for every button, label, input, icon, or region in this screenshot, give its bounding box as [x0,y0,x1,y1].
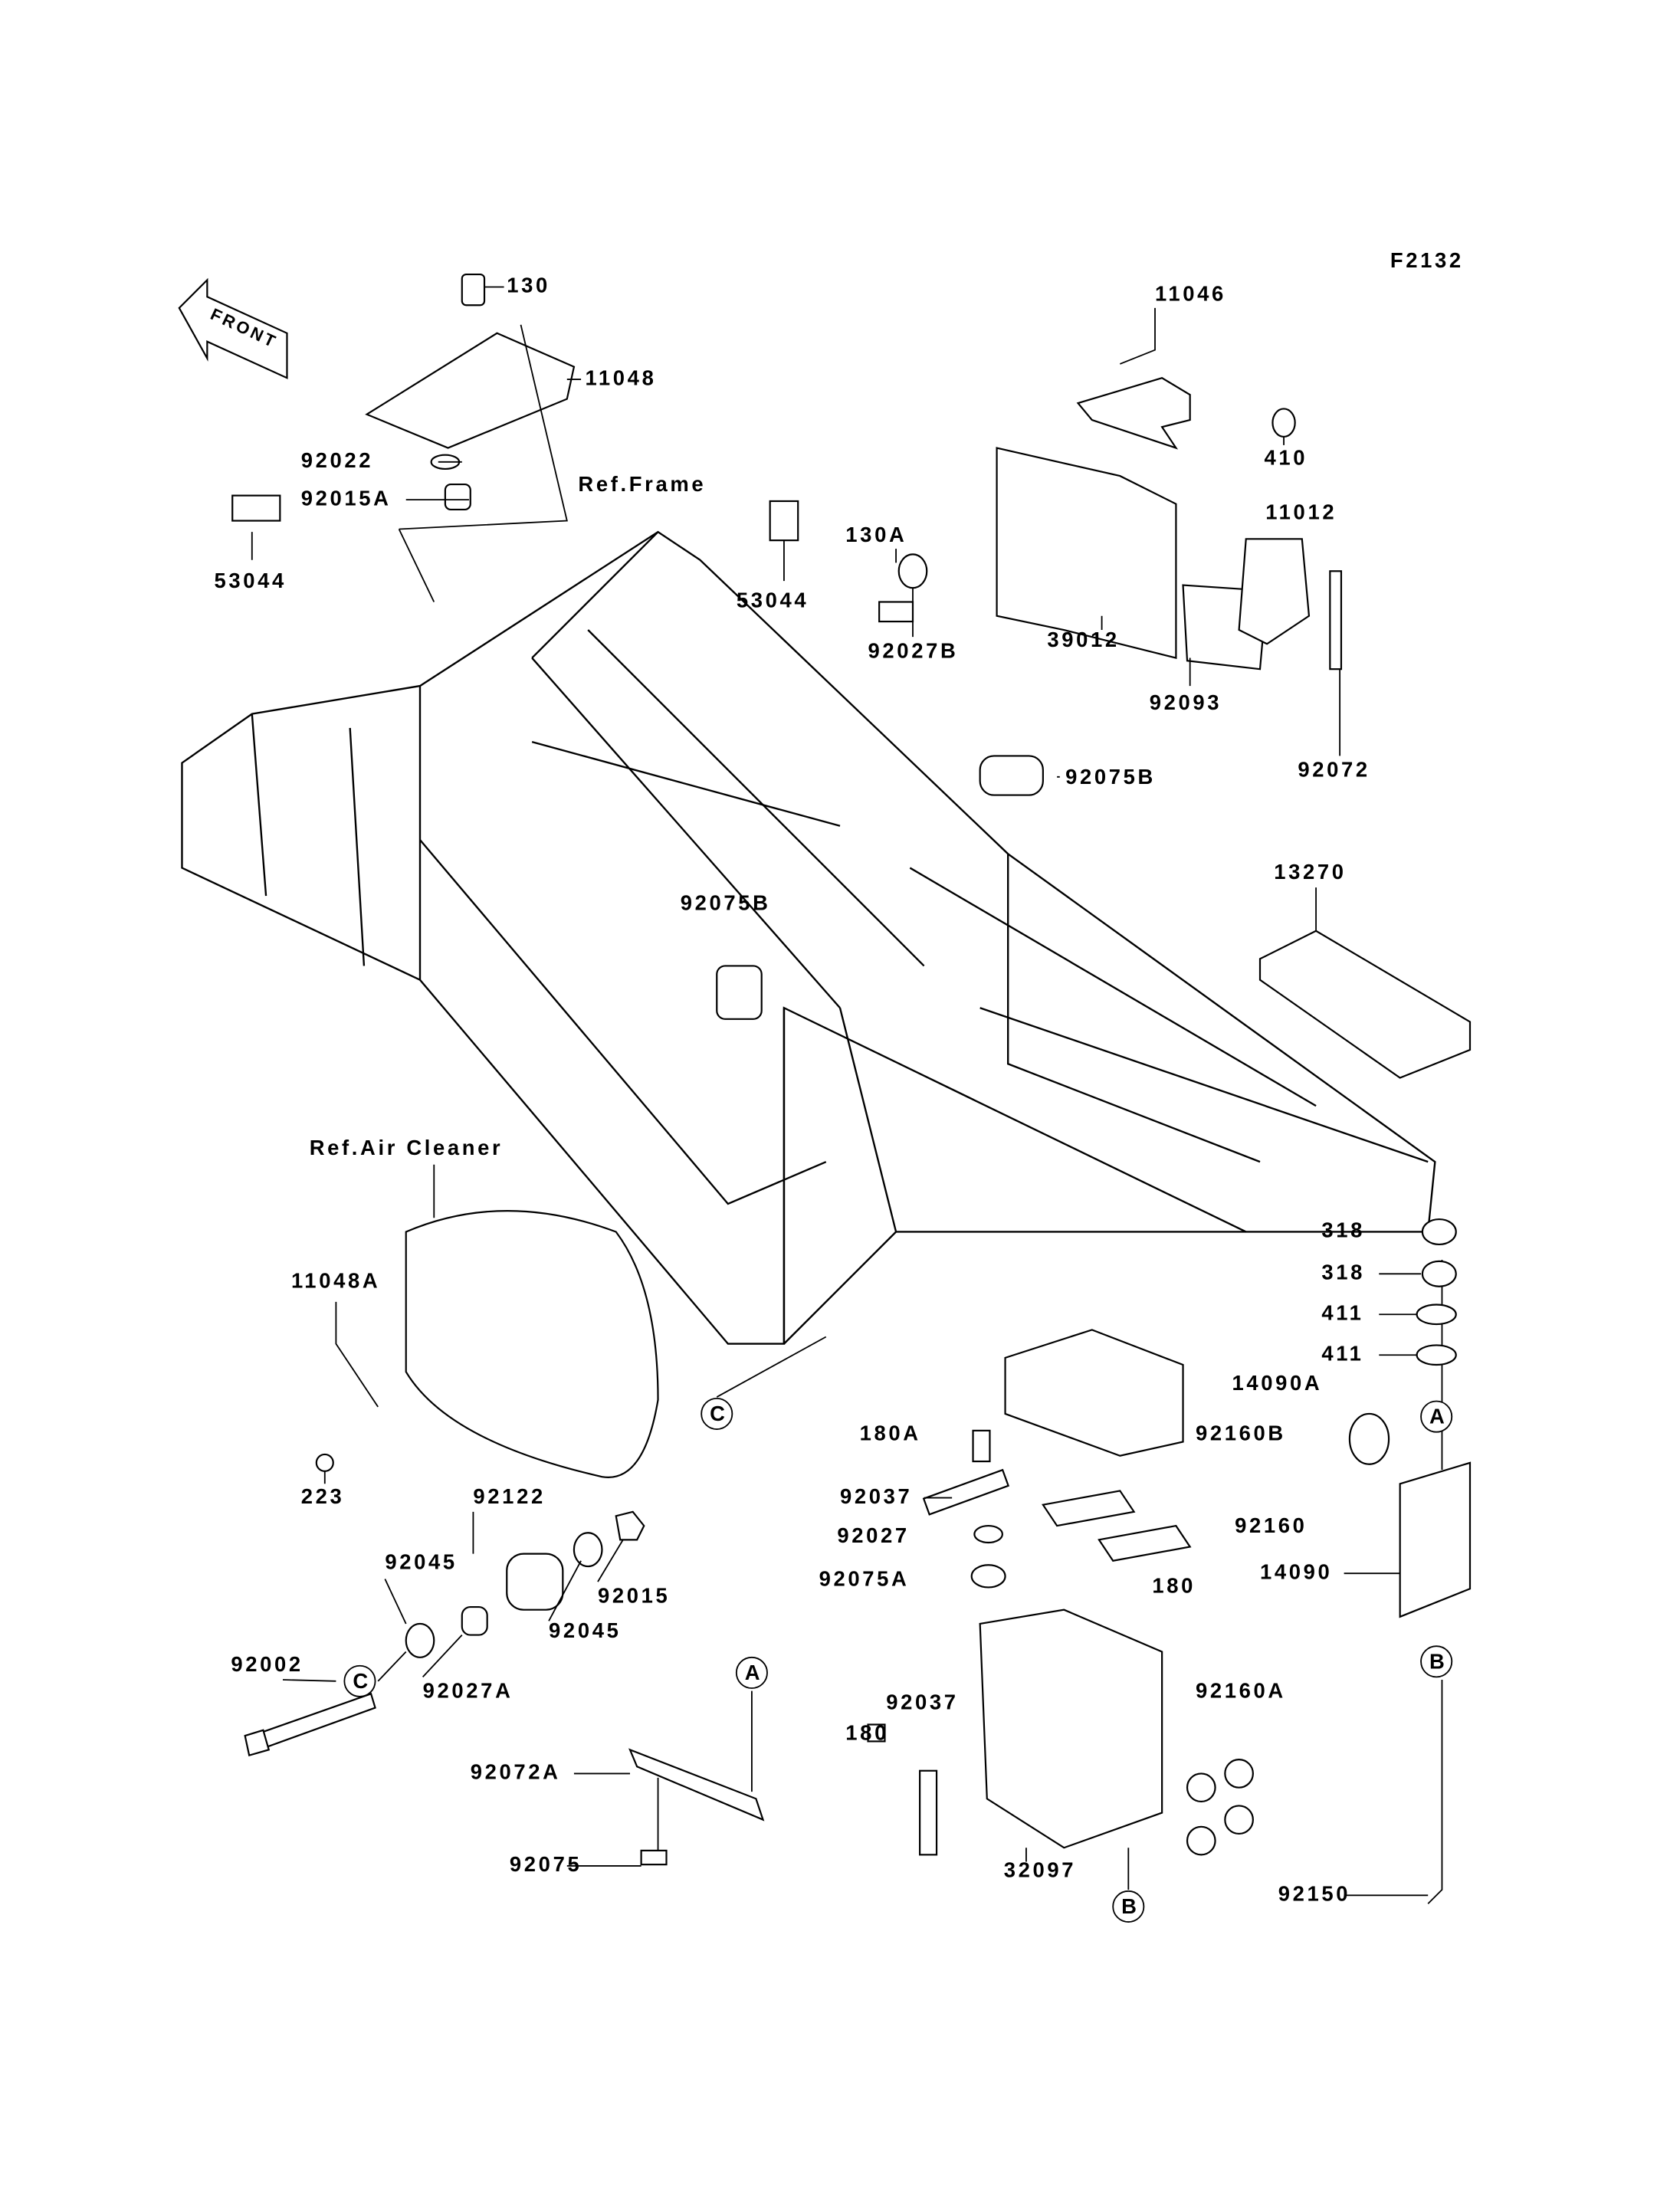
part-39012: 39012 [1047,628,1119,651]
mount-group [244,1336,827,1867]
part-53044-left: 53044 [214,569,286,592]
callout-a-rod-label: A [1429,1405,1447,1428]
air-cleaner [315,1164,659,1484]
part-92122: 92122 [473,1484,545,1508]
part-92075A: 92075A [819,1567,910,1591]
collar-92075B-mid [716,965,763,1020]
part-92015A: 92015A [301,486,392,510]
air-box-group [878,307,1343,796]
cover-13270 [1258,887,1472,1079]
part-11046: 11046 [1155,282,1226,306]
ref-air-cleaner-label: Ref.Air Cleaner [310,1136,504,1159]
part-14090: 14090 [1260,1559,1332,1583]
part-130A: 130A [845,523,907,546]
part-92027B: 92027B [868,638,959,662]
part-92037-a: 92037 [840,1484,912,1508]
part-11012: 11012 [1265,500,1337,524]
callout-c-frame [701,1397,733,1430]
part-92022: 92022 [301,448,373,472]
front-arrow-icon: FRONT [178,277,288,379]
part-92002: 92002 [231,1652,303,1676]
figure-code: F2132 [1390,248,1464,272]
callout-b-rod [1420,1645,1453,1678]
part-11048: 11048 [586,366,657,389]
part-180-b: 180 [845,1720,889,1744]
part-32097: 32097 [1004,1858,1076,1882]
part-411-b: 411 [1321,1341,1363,1365]
part-92093: 92093 [1150,690,1222,714]
part-318-b: 318 [1321,1261,1365,1284]
callout-c-frame-label: C [710,1402,727,1425]
part-92045-a: 92045 [385,1550,457,1574]
part-92015: 92015 [598,1583,670,1607]
callout-b-case-label: B [1121,1894,1139,1918]
part-13270: 13270 [1274,860,1346,884]
callout-a-rod [1420,1400,1453,1433]
part-92160: 92160 [1235,1513,1307,1537]
part-92027: 92027 [837,1523,909,1547]
part-92072A: 92072A [471,1760,561,1784]
part-92075B-right: 92075B [1065,765,1156,789]
part-180-a: 180 [1152,1574,1196,1598]
callout-b-case [1112,1890,1145,1923]
part-92045-b: 92045 [549,1618,621,1642]
callout-a-bracket-label: A [745,1661,763,1684]
part-92150: 92150 [1278,1882,1350,1906]
part-223: 223 [301,1484,345,1508]
callout-a-bracket [735,1656,768,1689]
part-92075: 92075 [510,1852,582,1876]
callout-b-rod-label: B [1429,1649,1447,1673]
part-labels: F2132 Ref.Frame Ref.Air Cleaner 130 1104… [214,248,1464,1906]
battery-group [867,1218,1472,1904]
callout-c-bolt-label: C [353,1669,370,1693]
bracket-11048 [231,273,799,602]
ref-frame-label: Ref.Frame [578,472,706,496]
part-180A: 180A [860,1421,921,1445]
part-11048A: 11048A [291,1268,380,1292]
part-92075B-mid: 92075B [681,890,771,914]
part-411-a: 411 [1321,1300,1363,1324]
part-53044-mid: 53044 [737,589,809,612]
part-92037-b: 92037 [886,1690,958,1713]
part-410: 410 [1264,445,1308,469]
part-318-a: 318 [1321,1218,1365,1242]
callouts: C C A A B B [343,1397,1453,1923]
part-92072: 92072 [1298,758,1370,782]
part-92027A: 92027A [423,1679,514,1703]
part-130: 130 [507,274,550,297]
part-92160B: 92160B [1196,1421,1286,1445]
part-14090A: 14090A [1232,1371,1322,1395]
callout-c-bolt [343,1664,376,1697]
part-92160A: 92160A [1196,1679,1286,1703]
